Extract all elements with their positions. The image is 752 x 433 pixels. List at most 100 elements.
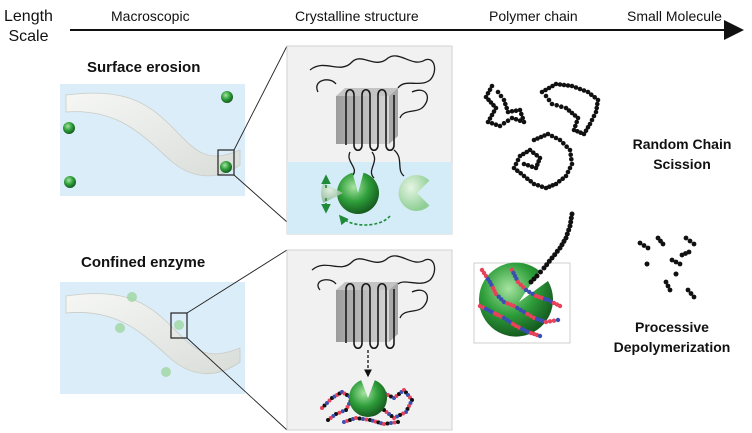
monomer-bead <box>337 410 342 415</box>
monomer-bead <box>552 252 558 258</box>
monomer-bead <box>345 405 350 409</box>
monomer-bead <box>691 294 697 300</box>
monomer-bead <box>594 105 599 111</box>
monomer-bead <box>535 136 540 141</box>
monomer-bead <box>561 82 567 88</box>
monomer-bead <box>581 88 587 93</box>
monomer-bead <box>326 418 330 422</box>
crystalline-panel-bottom <box>286 249 453 431</box>
confined-monomers <box>320 388 414 426</box>
monomer-bead <box>382 422 386 426</box>
monomer-bead <box>669 257 675 263</box>
monomer-bead <box>585 89 591 95</box>
monomer-bead <box>546 97 552 103</box>
monomer-bead <box>554 248 560 254</box>
monomer-bead <box>665 283 671 289</box>
monomer-bead <box>509 115 515 121</box>
monomer-bead <box>354 416 358 420</box>
monomer-bead <box>529 164 535 169</box>
monomer-bead <box>531 181 537 187</box>
monomer-bead <box>565 83 571 88</box>
monomer-bead <box>537 333 543 339</box>
monomer-bead <box>571 127 577 133</box>
monomer-bead <box>574 119 579 125</box>
column-small-molecule: Small Molecule <box>627 8 722 24</box>
monomer-bead <box>525 311 530 317</box>
monomer-bead <box>543 93 549 99</box>
monomer-bead <box>592 95 597 100</box>
length-scale-line2: Scale <box>8 28 49 45</box>
monomer-bead <box>564 144 569 149</box>
monomer-bead <box>567 147 573 153</box>
monomer-bead <box>685 287 691 293</box>
length-scale-line1: Length <box>4 8 53 25</box>
enzyme-pacman <box>337 172 379 214</box>
monomer-bead <box>644 261 650 267</box>
monomer-bead <box>535 183 541 188</box>
monomer-bead <box>553 135 559 141</box>
monomer-bead <box>401 411 405 416</box>
monomer-bead <box>521 173 527 179</box>
monomer-bead <box>513 108 519 113</box>
monomer-bead <box>327 398 332 403</box>
monomer-bead <box>523 287 529 293</box>
monomer-bead <box>547 319 553 324</box>
monomer-bead <box>546 258 552 264</box>
monomer-bead <box>645 245 651 251</box>
monomer-bead <box>557 82 563 87</box>
embedded-enzyme <box>174 320 184 330</box>
monomer-bead <box>489 112 495 118</box>
outcome-random-chain-scission: Random Chain Scission <box>622 134 742 174</box>
monomer-bead <box>542 133 547 138</box>
monomer-bead <box>487 116 493 121</box>
monomer-bead <box>501 97 507 103</box>
monomer-bead <box>569 211 575 217</box>
monomer-bead <box>573 85 579 90</box>
monomer-bead <box>517 107 523 113</box>
monomer-bead <box>322 403 327 408</box>
monomer-bead <box>554 103 559 108</box>
monomer-bead <box>569 161 575 167</box>
diffusion-arrow-curved <box>338 214 391 226</box>
monomer-bead <box>568 219 574 225</box>
column-crystalline-structure: Crystalline structure <box>295 8 419 24</box>
monomer-bead <box>364 417 369 422</box>
column-macroscopic: Macroscopic <box>111 8 190 24</box>
monomer-bead <box>568 152 573 157</box>
monomer-bead <box>404 410 408 414</box>
enzyme-pacman <box>348 380 387 417</box>
monomer-bead <box>493 105 499 111</box>
monomer-bead <box>549 133 555 139</box>
monomer-bead <box>543 185 549 191</box>
confined-enzyme-film <box>60 249 288 431</box>
monomer-bead <box>518 307 523 313</box>
monomer-bead <box>567 223 573 229</box>
monomer-bead <box>533 165 539 171</box>
monomer-bead <box>663 279 669 285</box>
crystalline-panel-top <box>286 45 453 235</box>
outcome-processive-depolymerization: Processive Depolymerization <box>608 317 736 357</box>
monomer-bead <box>527 289 532 295</box>
monomer-bead <box>410 398 414 402</box>
monomer-bead <box>551 318 557 323</box>
monomer-bead <box>505 301 510 306</box>
monomer-bead <box>493 291 499 297</box>
monomer-bead <box>691 241 697 247</box>
monomer-bead <box>539 89 545 95</box>
monomer-bead <box>673 259 679 265</box>
monomer-bead <box>501 299 507 305</box>
monomer-bead <box>534 153 539 158</box>
monomer-bead <box>544 262 550 268</box>
monomer-bead <box>593 109 599 115</box>
monomer-bead <box>577 86 583 92</box>
monomer-bead <box>515 168 520 173</box>
monomer-bead <box>595 101 600 107</box>
monomer-bead <box>687 238 693 244</box>
monomer-bead <box>505 109 511 115</box>
monomer-bead <box>589 92 594 97</box>
monomer-bead <box>498 93 504 99</box>
monomer-bead <box>340 409 345 414</box>
monomer-bead <box>513 117 519 122</box>
monomer-bead <box>493 122 499 127</box>
monomer-bead <box>525 163 531 168</box>
